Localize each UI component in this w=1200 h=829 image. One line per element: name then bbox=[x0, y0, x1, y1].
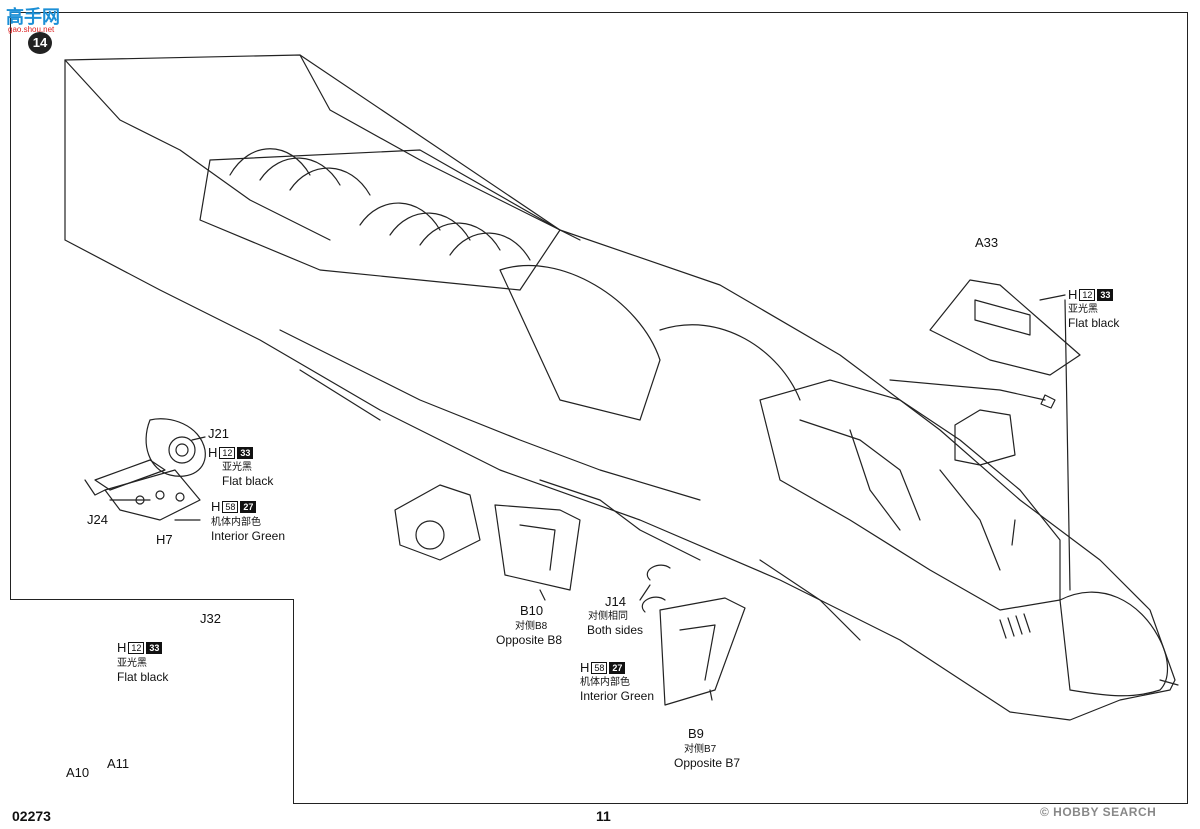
paint-name-cn-h7: 机体内部色 bbox=[211, 517, 261, 528]
paint-name-en-j21: Flat black bbox=[222, 474, 274, 488]
watermark-sub: gao.shou.net bbox=[8, 25, 55, 34]
part-b10-shape bbox=[494, 504, 581, 591]
paint-letter: H bbox=[580, 659, 590, 675]
label-b10: B10 bbox=[520, 603, 544, 618]
paint-code: 12 bbox=[1079, 288, 1096, 301]
paint-name-cn-a33: 亚光黑 bbox=[1068, 304, 1098, 315]
engine-bay bbox=[199, 149, 561, 291]
paint-letter: H bbox=[208, 444, 218, 460]
paint-number: 33 bbox=[237, 446, 254, 459]
paint-name-cn-b9: 机体内部色 bbox=[580, 677, 630, 688]
paint-name-en-h7: Interior Green bbox=[211, 529, 286, 543]
paint-code: 12 bbox=[128, 641, 145, 654]
label-a11: A11 bbox=[107, 756, 130, 771]
paint-code: 58 bbox=[222, 500, 239, 513]
part-b9-shape bbox=[659, 597, 746, 706]
cockpit-outline bbox=[759, 379, 1061, 611]
note-b9-cn: 对侧B7 bbox=[684, 744, 717, 755]
paint-letter: H bbox=[117, 639, 127, 655]
fuselage-outline bbox=[64, 54, 1176, 721]
label-j14: J14 bbox=[605, 594, 626, 609]
label-j24: J24 bbox=[87, 512, 108, 527]
part-a33-shape bbox=[929, 279, 1081, 376]
paint-number: 27 bbox=[240, 500, 257, 513]
label-h7: H7 bbox=[156, 532, 173, 547]
label-j21: J21 bbox=[208, 426, 229, 441]
paint-number: 33 bbox=[1097, 288, 1114, 301]
page-number: 11 bbox=[596, 808, 611, 824]
note-j14-en: Both sides bbox=[587, 623, 644, 637]
page-frame bbox=[10, 12, 1188, 804]
source-watermark: © HOBBY SEARCH bbox=[1040, 805, 1157, 819]
nose-cone bbox=[1059, 591, 1169, 697]
paint-name-cn-inset: 亚光黑 bbox=[117, 658, 147, 669]
sub-assembly-inset bbox=[10, 599, 294, 804]
part-h7-shape bbox=[104, 469, 201, 521]
label-b9: B9 bbox=[688, 726, 704, 741]
paint-code: 58 bbox=[591, 661, 608, 674]
paint-number: 33 bbox=[146, 641, 163, 654]
paint-name-en-a33: Flat black bbox=[1068, 316, 1120, 330]
label-j32: J32 bbox=[200, 611, 221, 626]
step-number-badge: 14 bbox=[28, 32, 52, 54]
kit-code: 02273 bbox=[12, 808, 51, 824]
paint-code: 12 bbox=[219, 446, 236, 459]
paint-name-en-inset: Flat black bbox=[117, 670, 169, 684]
label-a33: A33 bbox=[975, 235, 999, 250]
note-b10-cn: 对侧B8 bbox=[515, 621, 548, 632]
paint-name-en-b9: Interior Green bbox=[580, 689, 655, 703]
note-b9-en: Opposite B7 bbox=[674, 756, 741, 770]
note-j14-cn: 对侧相同 bbox=[588, 611, 628, 622]
watermark-logo: 高手网 bbox=[6, 7, 60, 27]
paint-letter: H bbox=[1068, 286, 1078, 302]
paint-letter: H bbox=[211, 498, 221, 514]
paint-number: 27 bbox=[609, 661, 626, 674]
paint-name-cn-j21: 亚光黑 bbox=[222, 462, 252, 473]
label-a10: A10 bbox=[66, 765, 90, 780]
note-b10-en: Opposite B8 bbox=[496, 633, 563, 647]
part-j21-shape bbox=[145, 418, 206, 477]
